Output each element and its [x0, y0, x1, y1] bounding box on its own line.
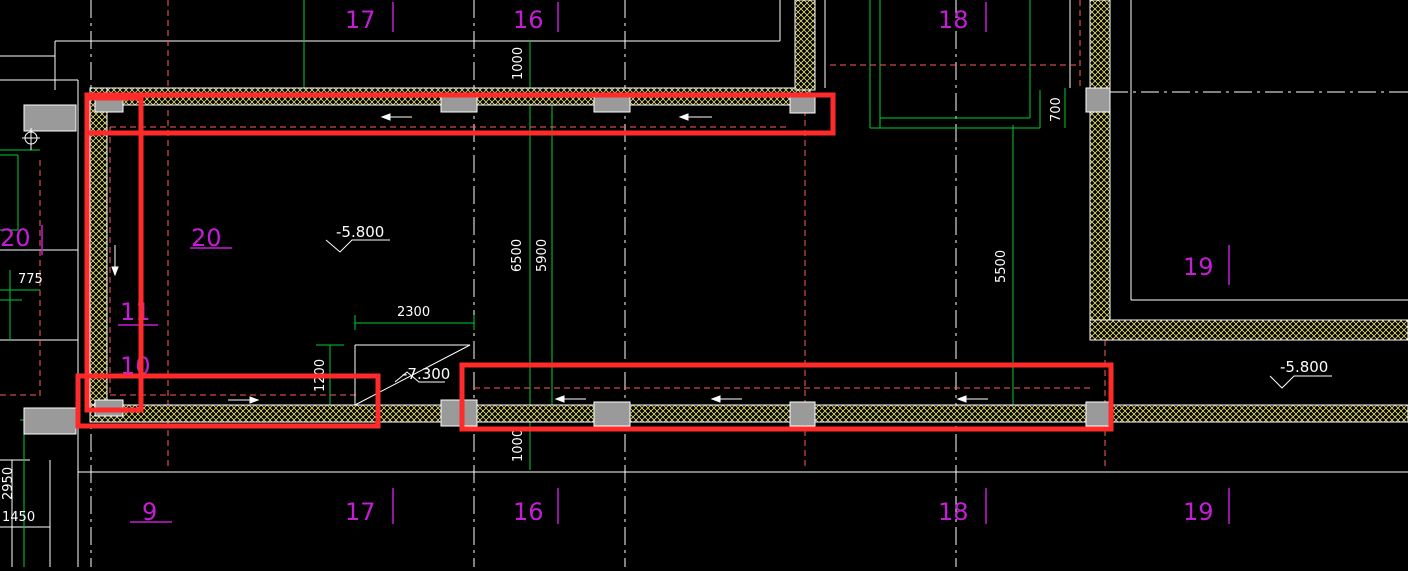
axis-label-right-19: 19	[1183, 253, 1214, 281]
flow-arrows	[111, 113, 988, 404]
highlight-boxes	[75, 92, 1114, 432]
highlight-box-bottom-left[interactable]	[75, 373, 381, 429]
elevation-minus-5800-left: -5.800	[336, 223, 384, 241]
axis-label-bottom-17: 17	[345, 498, 376, 526]
dim-6500: 6500	[510, 239, 525, 272]
elevation-minus-5800-right: -5.800	[1280, 358, 1328, 376]
column-marker-symbol	[22, 128, 40, 150]
columns	[23, 87, 1111, 435]
dim-2950: 2950	[1, 467, 16, 500]
dim-2300: 2300	[397, 305, 430, 320]
axis-label-bottom-19: 19	[1183, 498, 1214, 526]
dim-5500: 5500	[994, 250, 1009, 283]
axis-label-room-20: 20	[191, 224, 222, 252]
dim-1000-bottom: 1000	[511, 429, 526, 462]
axis-label-left-20: 20	[0, 224, 31, 252]
axis-label-left-11: 11	[120, 298, 151, 326]
axis-centerlines	[90, 0, 1408, 567]
axis-tick-marks	[41, 2, 1230, 524]
highlight-box-bottom-right[interactable]	[459, 362, 1114, 432]
axis-label-top-18: 18	[938, 6, 969, 34]
axis-label-bottom-18: 18	[938, 498, 969, 526]
axis-label-top-16: 16	[513, 6, 544, 34]
axis-label-top-17: 17	[345, 6, 376, 34]
highlight-box-left-wall[interactable]	[84, 95, 144, 413]
dim-1450: 1450	[2, 510, 35, 525]
dim-700: 700	[1049, 97, 1064, 122]
dim-5900: 5900	[535, 239, 550, 272]
dimension-lines	[0, 0, 1066, 567]
dimension-texts: 1000 700 775 6500 5900 5500 2300 1200 10…	[1, 47, 1064, 525]
dim-1000-top: 1000	[511, 47, 526, 80]
axis-label-bottom-16: 16	[513, 498, 544, 526]
elevation-minus-7300: -7.300	[402, 365, 450, 383]
axis-label-bottom-9: 9	[142, 498, 157, 526]
axis-label-group: 17 16 18 9 17 16 18 19 20 20 19 11 10	[0, 6, 1214, 526]
dim-775: 775	[18, 272, 43, 287]
elevation-texts: -5.800 -7.300 -5.800	[336, 223, 1328, 383]
hatched-walls	[89, 0, 1408, 423]
